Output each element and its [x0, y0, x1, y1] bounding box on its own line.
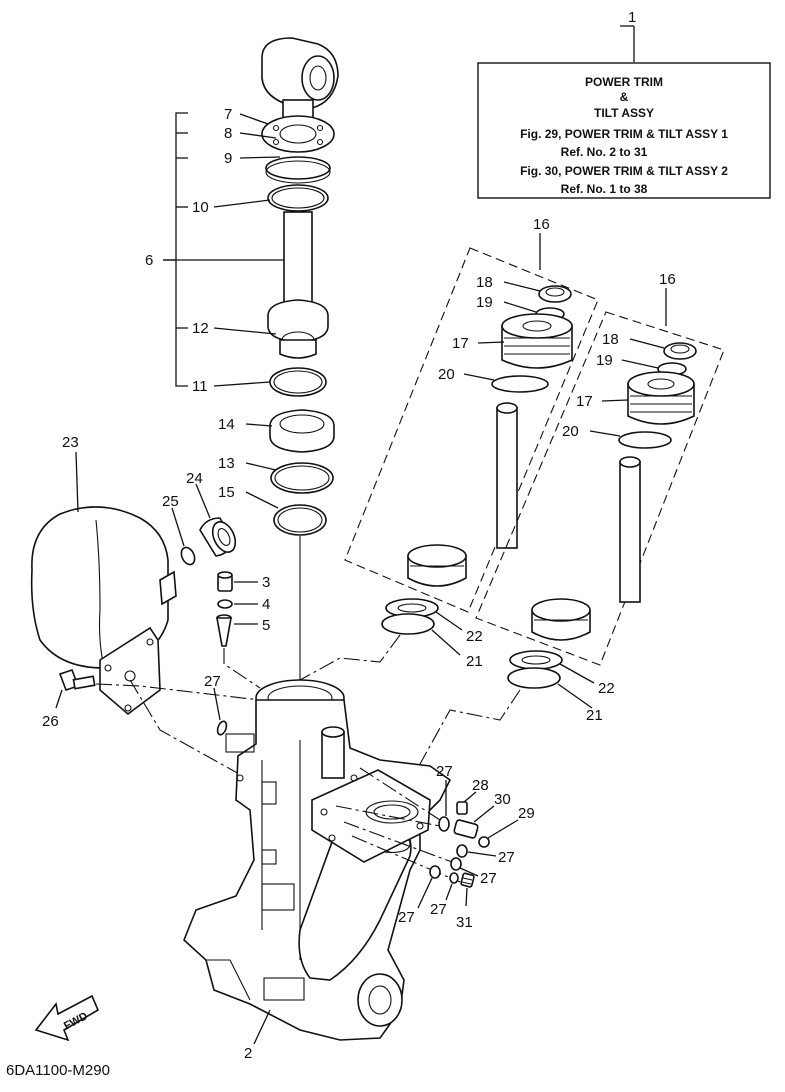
callout-15: 15	[218, 484, 235, 501]
callout-2: 2	[244, 1045, 252, 1062]
callout-23: 23	[62, 434, 79, 451]
callout-29: 29	[518, 805, 535, 822]
callout-6: 6	[145, 252, 153, 269]
callout-31: 31	[456, 914, 473, 931]
callout-27-valve-b: 27	[498, 849, 515, 866]
callout-3: 3	[262, 574, 270, 591]
callout-21-left: 21	[466, 653, 483, 670]
ref-fig-29: Fig. 29, POWER TRIM & TILT ASSY 1	[520, 127, 728, 141]
callout-18-left: 18	[476, 274, 493, 291]
callout-16-right: 16	[659, 271, 676, 288]
callout-13: 13	[218, 455, 235, 472]
callout-7: 7	[224, 106, 232, 123]
fwd-arrow: FWD	[34, 994, 100, 1042]
callout-17-left: 17	[452, 335, 469, 352]
callout-22-left: 22	[466, 628, 483, 645]
callout-27-valve-a: 27	[436, 763, 453, 780]
callout-9: 9	[224, 150, 232, 167]
callout-10: 10	[192, 199, 209, 216]
callout-28: 28	[472, 777, 489, 794]
ref-fig-30-range: Ref. No. 1 to 38	[561, 182, 648, 196]
valve-small-parts: 3 4 5	[216, 571, 270, 689]
callout-30: 30	[494, 791, 511, 808]
valve-parts-group: 27 28 30 29 27 27 27 27 31	[335, 763, 535, 931]
callout-14: 14	[218, 416, 235, 433]
callout-21-right: 21	[586, 707, 603, 724]
callout-20-right: 20	[562, 423, 579, 440]
callout-22-right: 22	[598, 680, 615, 697]
callout-16-left: 16	[533, 216, 550, 233]
callout-27-top: 27	[204, 673, 221, 690]
ref-fig-29-range: Ref. No. 2 to 31	[561, 145, 648, 159]
callout-24: 24	[186, 470, 203, 487]
callout-18-right: 18	[602, 331, 619, 348]
callout-17-right: 17	[576, 393, 593, 410]
callout-19-left: 19	[476, 294, 493, 311]
title-line-3: TILT ASSY	[594, 106, 654, 120]
title-line-1: POWER TRIM	[585, 75, 663, 89]
callout-12: 12	[192, 320, 209, 337]
callout-11: 11	[192, 378, 208, 395]
title-box: POWER TRIM & TILT ASSY Fig. 29, POWER TR…	[477, 25, 771, 199]
callout-25: 25	[162, 493, 179, 510]
callout-5: 5	[262, 617, 270, 634]
trim-cylinder-set-right: 16 18 19 17 20 22 21	[399, 271, 725, 801]
callout-1: 1	[628, 9, 636, 26]
tilt-rod-assembly: 7 8 9 10 6 12 11	[145, 37, 339, 397]
side-cover-group: 23 24 25 26	[30, 434, 261, 781]
main-housing: 2	[183, 679, 452, 1062]
callout-26: 26	[42, 713, 59, 730]
title-line-2: &	[620, 90, 629, 104]
callout-27-valve-c: 27	[480, 870, 497, 887]
callout-4: 4	[262, 596, 270, 613]
trim-cylinder-set-left: 16 18 19 17 20 22	[299, 216, 599, 681]
callout-27-valve-e: 27	[430, 901, 447, 918]
callout-27-valve-d: 27	[398, 909, 415, 926]
ref-fig-30: Fig. 30, POWER TRIM & TILT ASSY 2	[520, 164, 728, 178]
cylinder-seal-parts: 14 13 15	[218, 409, 335, 680]
diagram-code: 6DA1100-M290	[6, 1062, 110, 1079]
callout-19-right: 19	[596, 352, 613, 369]
callout-20-left: 20	[438, 366, 455, 383]
callout-8: 8	[224, 125, 232, 142]
clip-27-top: 27	[204, 673, 228, 736]
